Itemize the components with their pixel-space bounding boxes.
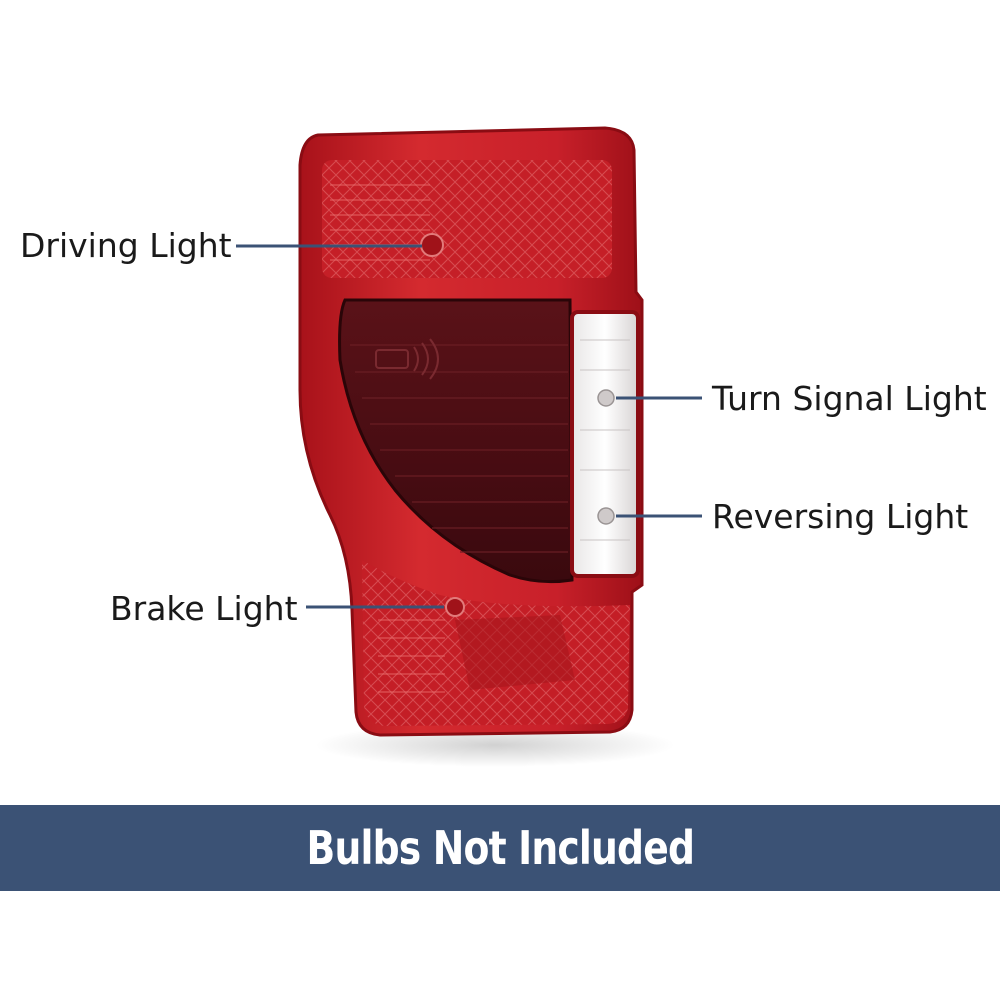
turn-signal-light-label: Turn Signal Light	[712, 379, 987, 418]
turn-reverse-lens	[570, 310, 640, 578]
reversing-bulb	[597, 507, 615, 525]
brake-light-bulb	[445, 597, 465, 617]
embossed-mark-icon	[375, 338, 439, 380]
reversing-light-label: Reversing Light	[712, 497, 969, 536]
banner-text: Bulbs Not Included	[306, 821, 694, 875]
bulbs-not-included-banner: Bulbs Not Included	[0, 805, 1000, 891]
brake-light-label: Brake Light	[110, 589, 298, 628]
driving-light-bulb	[420, 233, 444, 257]
smoked-center-lens	[338, 298, 574, 584]
turn-signal-bulb	[597, 389, 615, 407]
driving-light-label: Driving Light	[20, 226, 232, 265]
